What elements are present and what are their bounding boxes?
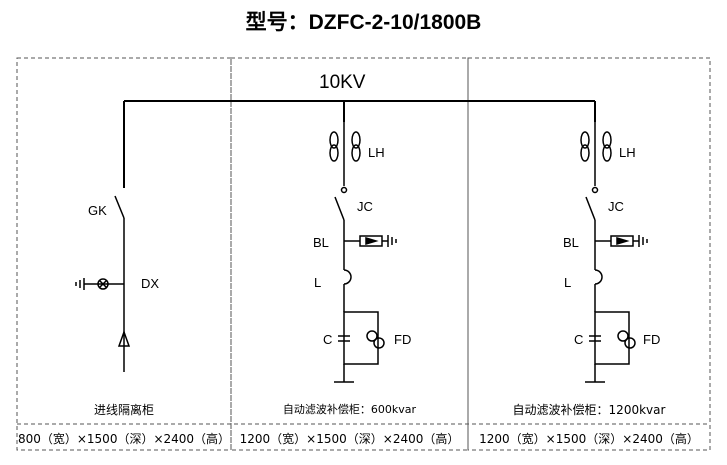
comp-circuit-2 <box>580 122 648 383</box>
comp-circuit-1 <box>329 122 397 383</box>
label-fd: FD <box>394 332 412 347</box>
reactor-icon <box>343 269 352 285</box>
capacitor-bank-box <box>594 311 630 365</box>
panel-frame-incoming <box>16 57 232 451</box>
reactor-icon <box>594 269 603 285</box>
ct-icon <box>329 131 339 149</box>
panel-dimensions-comp-1: 1200（宽）×1500（深）×2400（高） <box>239 432 460 446</box>
panel-name-comp-1: 自动滤波补偿柜：600kvar <box>282 403 417 416</box>
contactor-switch <box>585 196 596 221</box>
panel-name-comp-2: 自动滤波补偿柜：1200kvar <box>512 403 666 417</box>
label-bl: BL <box>313 235 329 250</box>
panel-dimensions-comp-2: 1200（宽）×1500（深）×2400（高） <box>479 432 699 446</box>
label-jc: JC <box>357 199 373 214</box>
label-lh: LH <box>368 145 385 160</box>
contactor-switch <box>334 196 345 221</box>
ct-icon <box>580 131 590 149</box>
label-gk: GK <box>88 203 107 218</box>
discharge-coil-icon <box>617 330 629 342</box>
panel-name-incoming: 进线隔离柜 <box>93 403 154 417</box>
incoming-circuit <box>75 195 131 372</box>
busbar-label: 10KV <box>319 72 366 93</box>
panel-frame-comp-2 <box>467 57 711 451</box>
panel-frames <box>16 57 711 451</box>
label-dx: DX <box>141 276 160 291</box>
panel-frame-comp-1 <box>230 57 469 451</box>
label-l: L <box>564 275 572 290</box>
panel-dimensions-incoming: 800（宽）×1500（深）×2400（高） <box>17 432 231 446</box>
isolator-switch <box>114 195 125 219</box>
label-c: C <box>323 332 333 347</box>
label-bl: BL <box>563 235 579 250</box>
cable-termination-icon <box>117 329 131 347</box>
label-fd: FD <box>643 332 661 347</box>
indicator-lamp-icon <box>97 278 109 290</box>
capacitor-bank-box <box>343 311 379 365</box>
label-l: L <box>314 275 322 290</box>
discharge-coil-icon <box>366 330 378 342</box>
label-c: C <box>574 332 584 347</box>
label-jc: JC <box>608 199 624 214</box>
busbar <box>123 100 596 188</box>
diagram-title: 型号：DZFC-2-10/1800B <box>245 11 482 34</box>
label-lh: LH <box>619 145 636 160</box>
